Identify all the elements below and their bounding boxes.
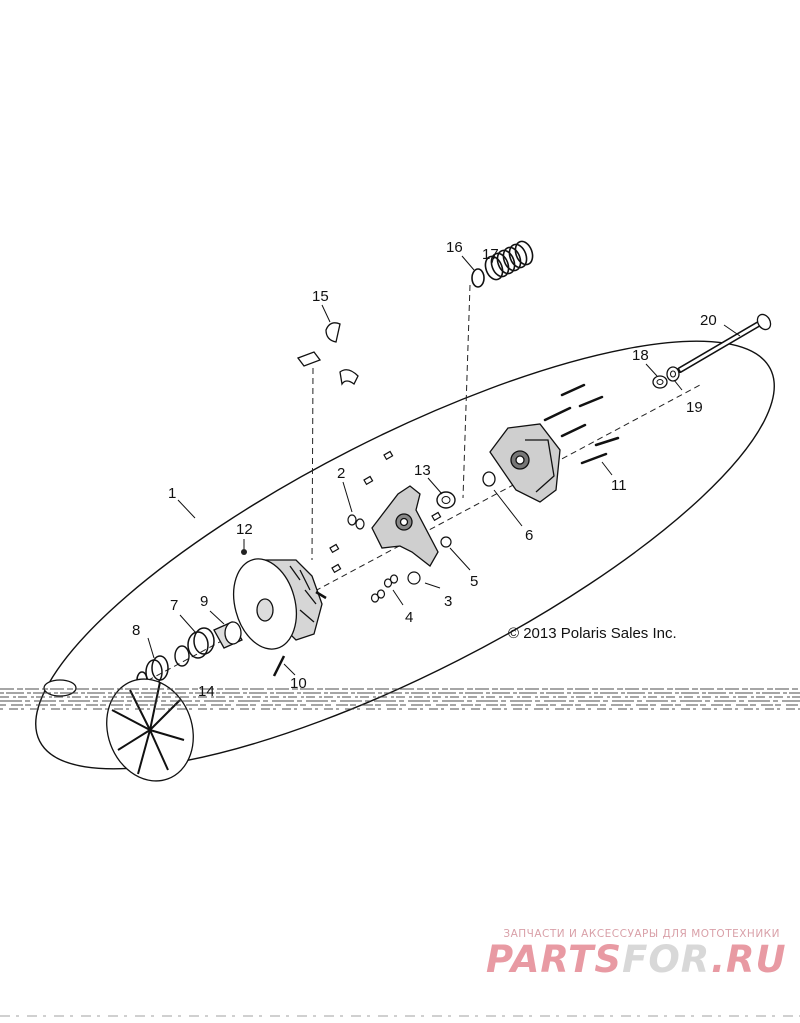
callout-10: 10 [290, 675, 307, 692]
callout-11: 11 [611, 477, 627, 494]
scan-noise-band [0, 688, 800, 710]
callout-7: 7 [170, 597, 178, 614]
callout-15: 15 [312, 288, 329, 305]
washer-18 [652, 375, 668, 389]
callout-4: 4 [405, 609, 413, 626]
watermark-logo-part1: PARTS [486, 938, 623, 981]
callout-13: 13 [414, 462, 431, 479]
watermark-logo-part2: FOR [622, 938, 711, 981]
screw-12 [241, 549, 247, 555]
fixed-sheave [43, 678, 194, 782]
callout-8: 8 [132, 622, 140, 639]
bolts-11 [543, 383, 620, 465]
spring-17 [484, 240, 534, 281]
cover-6 [482, 423, 561, 503]
washers-5 [407, 536, 452, 585]
callout-18: 18 [632, 347, 649, 364]
callout-20: 20 [700, 312, 717, 329]
callout-2: 2 [337, 465, 345, 482]
ring-16 [471, 268, 485, 288]
watermark-logo-part3: .RU [710, 938, 787, 981]
watermark-tagline: ЗАПЧАСТИ И АКСЕССУАРЫ ДЛЯ МОТОТЕХНИКИ [503, 928, 780, 940]
callout-14: 14 [198, 683, 215, 700]
callout-6: 6 [525, 527, 533, 544]
ring-14 [174, 645, 190, 667]
buttons-2 [329, 450, 442, 574]
washer-19 [666, 366, 680, 382]
bolt-20 [677, 313, 772, 373]
leader-lines [147, 255, 741, 676]
sheave-assembly [233, 558, 327, 677]
callout-9: 9 [200, 593, 208, 610]
spider-3 [371, 485, 439, 567]
callout-17: 17 [482, 246, 499, 263]
bushing-9 [213, 621, 243, 649]
rollers-4 [370, 574, 399, 603]
spring-axis [462, 284, 471, 499]
callout-1: 1 [168, 485, 176, 502]
watermark-logo: PARTSFOR.RU [486, 938, 786, 981]
callout-5: 5 [470, 573, 478, 590]
callout-12: 12 [236, 521, 253, 538]
callout-16: 16 [446, 239, 463, 256]
weight-parts-15 [296, 322, 359, 386]
ring-7 [187, 627, 215, 659]
weight-axis [311, 367, 314, 561]
copyright-notice: © 2013 Polaris Sales Inc. [508, 625, 677, 642]
callout-19: 19 [686, 399, 703, 416]
assembly-outline [35, 340, 775, 770]
callout-3: 3 [444, 593, 452, 610]
nut-13 [436, 491, 456, 509]
